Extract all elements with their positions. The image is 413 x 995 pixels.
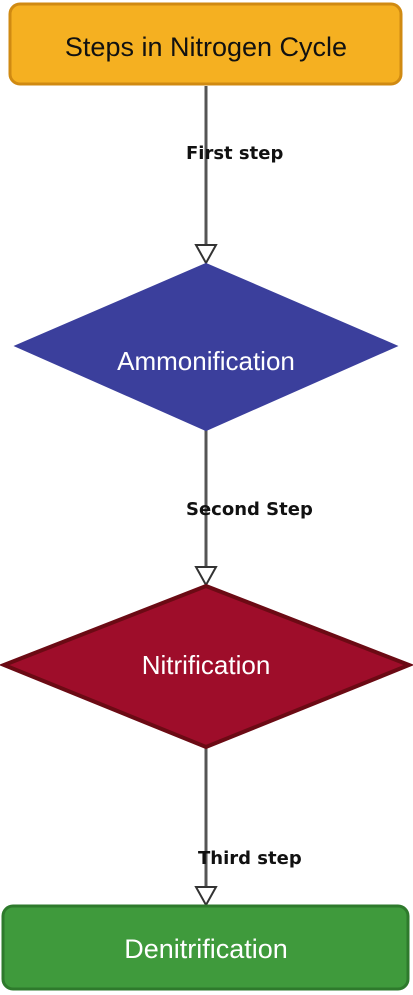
arrowhead-nitrification: [194, 566, 218, 588]
edge-label-first-step: First step: [186, 143, 283, 164]
nitrification-diamond: [0, 583, 413, 750]
denitrification-label: Denitrification: [124, 934, 288, 964]
edge-label-second-step: Second Step: [186, 499, 313, 520]
nitrification-label: Nitrification: [142, 650, 271, 680]
start-node-label: Steps in Nitrogen Cycle: [65, 32, 347, 62]
ammonification-label: Ammonification: [117, 346, 295, 376]
denitrification-box: [1, 904, 410, 991]
ammonification-diamond: [13, 262, 399, 432]
edge-label-third-step: Third step: [198, 848, 302, 869]
start-node-box: [8, 2, 403, 86]
ammonification-node: Ammonification: [13, 262, 399, 432]
arrowhead-denitrification: [194, 886, 218, 908]
nitrification-node: Nitrification: [0, 583, 413, 750]
connectors: [194, 86, 218, 908]
denitrification-node: Denitrification: [1, 904, 410, 991]
start-node: Steps in Nitrogen Cycle: [8, 2, 403, 86]
arrowhead-ammonification: [194, 244, 218, 266]
